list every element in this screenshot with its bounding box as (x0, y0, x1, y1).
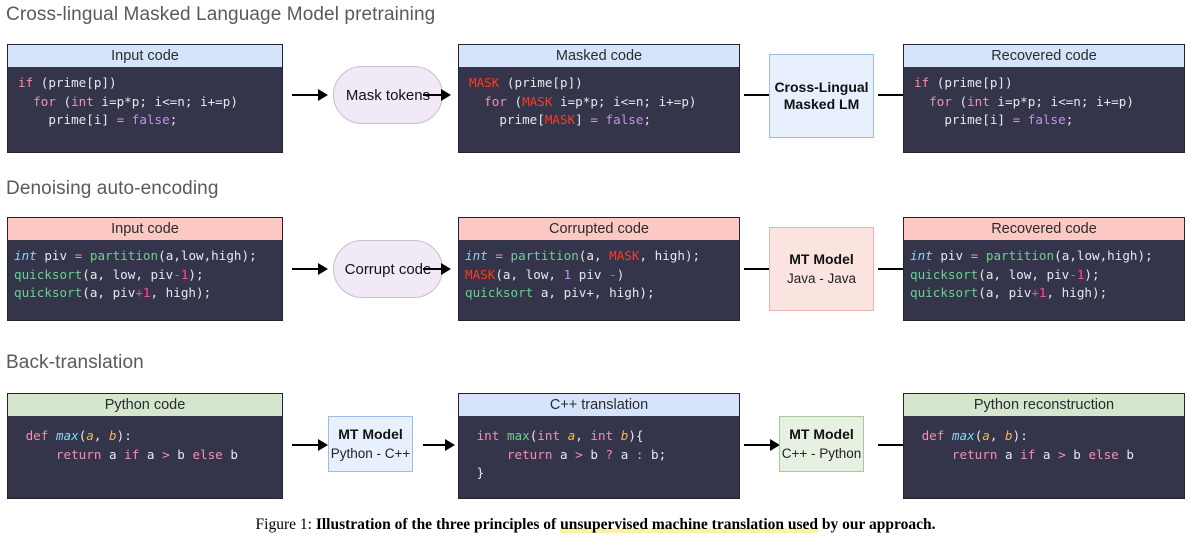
code-body-recovered-row1: if (prime[p]) for (int i=p*p; i<=n; i+=p… (904, 67, 1184, 152)
section-title-cross-lingual-mlm: Cross-lingual Masked Language Model pret… (6, 4, 436, 25)
code-body-corrupted-row2: int = partition(a, MASK, high);MASK(a, l… (459, 240, 739, 320)
caption-number: Figure 1: (255, 516, 316, 533)
code-body-python-reconstruction: def max(a, b): return a if a > b else b (904, 416, 1184, 498)
panel-python-code: Python code def max(a, b): return a if a… (7, 393, 283, 499)
panel-header-recovered-code-row2: Recovered code (904, 218, 1184, 240)
model-title-line2: Masked LM (783, 96, 860, 112)
bubble-mask-tokens-label: Mask tokens (345, 86, 431, 104)
panel-input-code-row2: Input code int piv = partition(a,low,hig… (7, 217, 283, 321)
panel-header-input-code-row1: Input code (8, 45, 282, 67)
arrow-model-to-cpp (423, 439, 455, 451)
arrow-python-to-model (292, 439, 328, 451)
model-box-mt-cpp-python: MT Model C++ - Python (779, 416, 864, 472)
panel-header-python-code: Python code (8, 394, 282, 416)
section-title-denoising-autoencoding: Denoising auto-encoding (6, 178, 219, 199)
panel-header-cpp-translation: C++ translation (459, 394, 739, 416)
arrow-input-to-mask (292, 89, 328, 101)
model-box-mt-java-java: MT Model Java - Java (769, 227, 874, 311)
model-sub-java-java: Java - Java (786, 271, 857, 286)
arrow-mask-to-masked (423, 89, 451, 101)
model-sub-python-cpp: Python - C++ (330, 446, 411, 461)
panel-corrupted-code: Corrupted code int = partition(a, MASK, … (458, 217, 740, 321)
section-title-back-translation: Back-translation (6, 352, 144, 373)
caption-text-highlighted: unsupervised machine translation used (560, 516, 819, 533)
bubble-mask-tokens: Mask tokens (333, 66, 443, 124)
caption-text-before: Illustration of the three principles of (315, 516, 561, 533)
model-title-mt-python: MT Model (338, 426, 403, 442)
panel-cpp-translation: C++ translation int max(int a, int b){ r… (458, 393, 740, 499)
panel-masked-code-row1: Masked code MASK (prime[p]) for (MASK i=… (458, 44, 740, 153)
model-box-cross-lingual-masked-lm: Cross-Lingual Masked LM (769, 54, 874, 138)
panel-recovered-code-row1: Recovered code if (prime[p]) for (int i=… (903, 44, 1185, 153)
code-body-recovered-row2: int piv = partition(a,low,high);quicksor… (904, 240, 1184, 320)
caption-text-after: by our approach. (818, 516, 936, 533)
figure-caption: Figure 1: Illustration of the three prin… (0, 516, 1191, 534)
model-title-mt-java: MT Model (789, 251, 854, 267)
code-body-cpp: int max(int a, int b){ return a > b ? a … (459, 416, 739, 498)
model-title-line1: Cross-Lingual (774, 79, 869, 95)
code-body-input-row2: int piv = partition(a,low,high);quicksor… (8, 240, 282, 320)
panel-header-corrupted-code: Corrupted code (459, 218, 739, 240)
panel-header-recovered-code-row1: Recovered code (904, 45, 1184, 67)
panel-python-reconstruction: Python reconstruction def max(a, b): ret… (903, 393, 1185, 499)
arrow-corrupt-to-corrupted (423, 263, 451, 275)
code-body-masked-row1: MASK (prime[p]) for (MASK i=p*p; i<=n; i… (459, 67, 739, 152)
panel-header-input-code-row2: Input code (8, 218, 282, 240)
model-sub-cpp-python: C++ - Python (781, 446, 862, 461)
model-box-mt-python-cpp: MT Model Python - C++ (328, 416, 413, 472)
panel-recovered-code-row2: Recovered code int piv = partition(a,low… (903, 217, 1185, 321)
code-body-input-row1: if (prime[p]) for (int i=p*p; i<=n; i+=p… (8, 67, 282, 152)
code-body-python: def max(a, b): return a if a > b else b (8, 416, 282, 498)
panel-header-python-reconstruction: Python reconstruction (904, 394, 1184, 416)
bubble-corrupt-code-label: Corrupt code (344, 260, 432, 278)
panel-header-masked-code: Masked code (459, 45, 739, 67)
panel-input-code-row1: Input code if (prime[p]) for (int i=p*p;… (7, 44, 283, 153)
arrow-input-to-corrupt (292, 263, 328, 275)
model-title-mt-cpp: MT Model (789, 426, 854, 442)
arrow-cpp-to-model (744, 439, 780, 451)
